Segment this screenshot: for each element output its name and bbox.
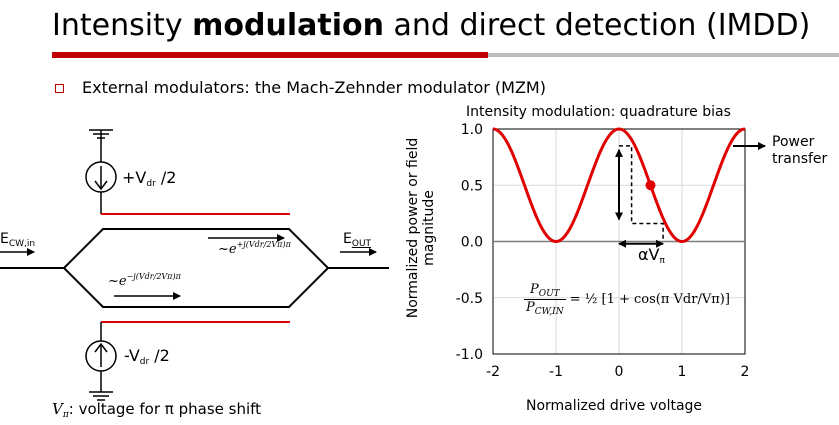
bottom-source-sub: dr — [139, 357, 150, 367]
input-sub: CW,in — [8, 239, 36, 249]
vpi-note-text: : voltage for π phase shift — [68, 400, 262, 418]
output-field-label: EOUT — [343, 231, 371, 249]
upper-arm-phase: ~e+j(Vdr/2Vπ)π — [218, 240, 291, 257]
bullet-square-icon — [55, 84, 64, 93]
input-e: E — [0, 231, 9, 247]
title-underline-red — [52, 52, 488, 58]
top-source-tail: /2 — [155, 168, 177, 187]
y-tick-label: 0.0 — [461, 235, 483, 251]
bottom-source-label: -Vdr /2 — [124, 346, 170, 367]
x-tick-label: 2 — [741, 364, 750, 380]
title-part: Intensity — [52, 8, 193, 43]
x-tick-label: -2 — [486, 364, 500, 380]
alpha-vpi-sub: π — [659, 256, 665, 266]
output-e: E — [343, 231, 352, 247]
top-source-sub: dr — [146, 179, 156, 189]
slide-title: Intensity modulation and direct detectio… — [52, 8, 810, 43]
lower-arm-phase: ~e−j(Vdr/2Vπ)π — [108, 272, 181, 289]
transfer-curve — [492, 127, 746, 244]
lower-arm-exp: −j(Vdr/2Vπ)π — [126, 272, 181, 281]
x-tick-label: 0 — [615, 364, 624, 380]
y-tick-label: 1.0 — [461, 122, 483, 138]
top-source-label: +Vdr /2 — [122, 168, 176, 189]
title-bold-part: modulation — [192, 8, 384, 43]
title-underline-gray — [488, 53, 839, 57]
title-part-end: and direct detection (IMDD) — [383, 8, 811, 43]
y-tick-label: 0.5 — [461, 178, 483, 194]
vpi-sub: π — [62, 410, 69, 420]
chart-xlabel: Normalized drive voltage — [526, 398, 703, 414]
bias-point — [645, 180, 656, 191]
chart-ylabel: Normalized power or field magnitude — [405, 137, 437, 319]
output-sub: OUT — [351, 239, 372, 249]
upper-arm-exp: +j(Vdr/2Vπ)π — [236, 240, 291, 249]
formula: POUT PCW,IN = ½ [1 + cos(π Vdr/Vπ)] — [524, 282, 730, 317]
y-tick-label: -0.5 — [456, 291, 483, 307]
alpha-vpi-label: αVπ — [638, 245, 665, 266]
top-source-v: +V — [122, 168, 147, 187]
alpha-vpi: αV — [638, 245, 660, 264]
formula-den: P — [526, 300, 535, 315]
upper-arm-e: ~e — [218, 242, 237, 257]
mzm-waveguide — [0, 228, 389, 308]
y-tick-label: -1.0 — [456, 347, 483, 363]
bottom-source-v: -V — [124, 346, 140, 365]
x-tick-label: -1 — [549, 364, 563, 380]
power-transfer-label: Power transfer — [772, 134, 828, 167]
bottom-source-tail: /2 — [149, 346, 170, 365]
bullet-text: External modulators: the Mach-Zehnder mo… — [82, 78, 546, 97]
formula-num-sub: OUT — [538, 289, 560, 299]
vpi-note: Vπ: voltage for π phase shift — [52, 400, 261, 420]
formula-num: P — [529, 282, 539, 297]
bottom-ground-icon — [89, 391, 113, 401]
swing-dashed-path — [619, 145, 664, 242]
formula-den-sub: CW,IN — [534, 307, 564, 317]
formula-rhs: = ½ [1 + cos(π Vdr/Vπ)] — [569, 292, 730, 307]
vpi-v: V — [52, 400, 63, 418]
top-ground-icon — [89, 129, 113, 142]
chart-title: Intensity modulation: quadrature bias — [466, 104, 731, 120]
x-tick-label: 1 — [678, 364, 687, 380]
lower-arm-e: ~e — [108, 274, 127, 289]
input-field-label: ECW,in — [0, 231, 35, 249]
